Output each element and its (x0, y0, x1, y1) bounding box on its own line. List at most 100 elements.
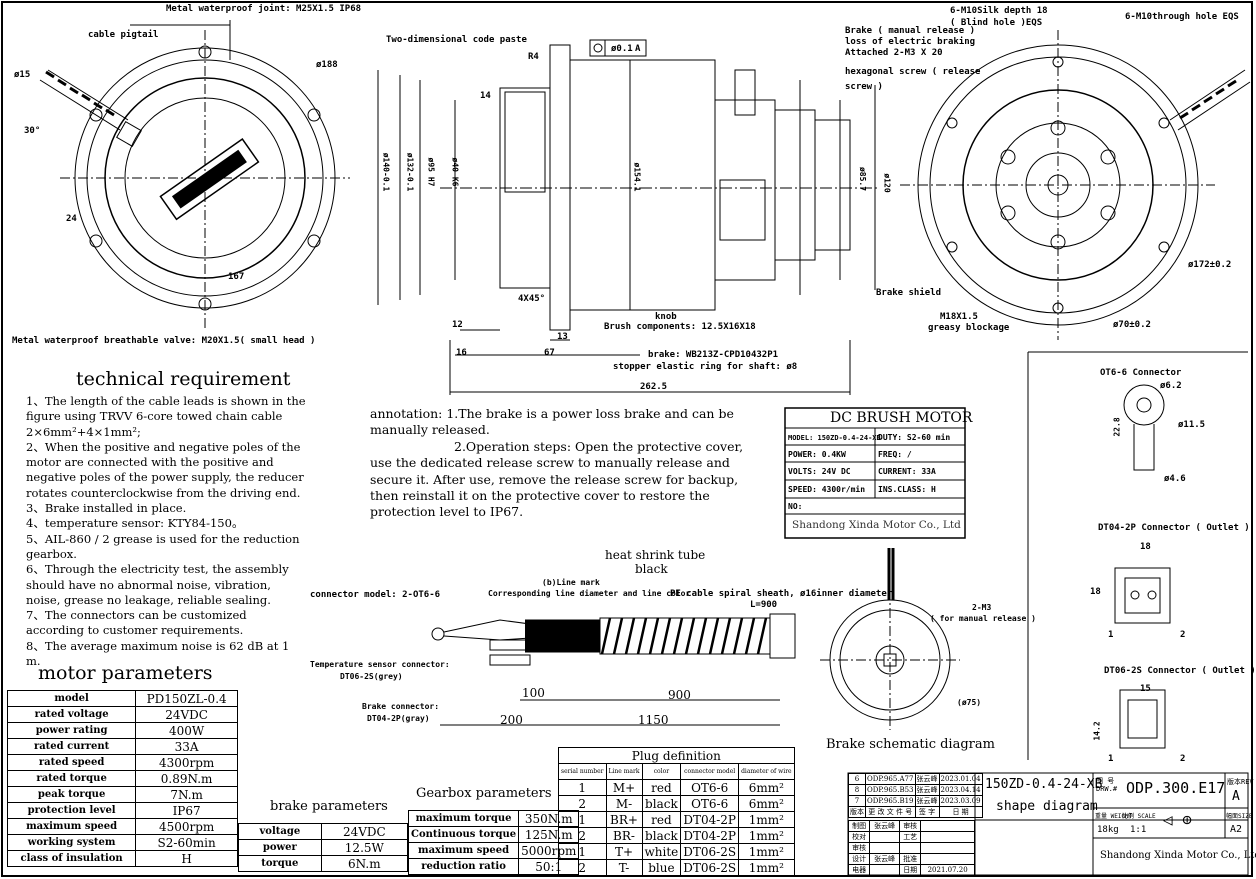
revision-cell: 7 (848, 795, 866, 807)
revision-cell: ODP.965.B19 (865, 795, 916, 807)
drw-number: ODP.300.E17 (1126, 779, 1226, 797)
plug-cell: red (641, 811, 682, 828)
signature-cell: 电器 (847, 864, 871, 876)
breathable-valve-label: Metal waterproof breathable valve: M20X1… (12, 336, 316, 346)
title-name: shape diagram (996, 799, 1098, 814)
revision-cell: 2023.04.14 (938, 784, 983, 796)
ot6-d6: ø6.2 (1160, 381, 1182, 391)
motor-param-cell: 400W (135, 722, 238, 739)
brake-shield-label: Brake shield (876, 288, 942, 298)
greasy-label: greasy blockage (928, 323, 1010, 333)
motor-param-cell: maximum speed (6, 818, 137, 835)
plug-cell: 1mm² (738, 811, 795, 828)
motor-param-cell: model (6, 690, 137, 707)
plug-cell: DT06-2S (680, 843, 740, 860)
signature-row: 制图张云峰审核 (847, 820, 975, 832)
nameplate-duty: DUTY: S2-60 min (878, 433, 951, 442)
black-label: black (635, 562, 668, 576)
plug-cell: white (641, 843, 682, 860)
dim900-label: 900 (668, 688, 691, 702)
m18-label: M18X1.5 (940, 312, 978, 322)
brake-model-label: brake: WB213Z-CPD10432P1 (648, 350, 779, 360)
screw-label: screw ) (845, 82, 883, 92)
d95-label: ø95 H7 (426, 157, 436, 187)
projection-icon: ◁ ⊕ (1163, 810, 1192, 829)
signature-cell: 2021.07.20 (920, 864, 975, 876)
motor-param-cell: S2-60min (135, 834, 238, 851)
pe-cable-label: PE cable spiral sheath, ø16inner diamete… (670, 589, 893, 599)
hex-label: hexagonal screw ( release (845, 67, 981, 77)
dt04-dim18a: 18 (1140, 542, 1151, 552)
brush-label: Brush components: 12.5X16X18 (604, 322, 756, 332)
title-company: Shandong Xinda Motor Co., Ltd. (1100, 850, 1256, 861)
tech-list: 1、The length of the cable leads is shown… (26, 394, 306, 669)
revision-cell: ODP.965.B53 (865, 784, 916, 796)
motor-param-cell: 4300rpm (135, 754, 238, 771)
plug-cell: blue (641, 859, 682, 876)
plug-cell: 1mm² (738, 859, 795, 876)
d188-label: ø188 (316, 60, 338, 70)
size-label: 幅面SIZE (1226, 813, 1253, 820)
revision-cell: 2023.03.09 (938, 795, 983, 807)
plug-cell: black (641, 795, 682, 812)
dim24-label: 24 (66, 214, 77, 224)
plug-cell: OT6-6 (680, 779, 740, 796)
plug-cell: BR+ (605, 811, 643, 828)
d132-label: ø132-0.1 (405, 152, 415, 192)
weight-value: 18kg (1097, 825, 1119, 835)
right-end-view (900, 30, 1251, 340)
brake-param-cell: 24VDC (320, 823, 409, 840)
plug-header: Line mark (605, 763, 643, 780)
tech-title: technical requirement (76, 368, 291, 390)
l900-label: L=900 (750, 600, 778, 610)
plug-cell: DT04-2P (680, 827, 740, 844)
motor-param-cell: 4500rpm (135, 818, 238, 835)
m3b-label: ( for manual release ) (930, 614, 1036, 623)
dt04-pin2: 2 (1180, 630, 1186, 640)
d154-label: ø154.1 (632, 162, 642, 192)
motor-param-cell: 0.89N.m (135, 770, 238, 787)
signature-cell: 工艺 (899, 831, 922, 843)
plug-cell: 2 (558, 795, 607, 812)
revision-cell: 日 期 (938, 806, 983, 818)
signature-cell: 日期 (899, 864, 922, 876)
motor-param-cell: rated speed (6, 754, 137, 771)
brake-param-cell: torque (238, 855, 322, 872)
plug-header: diameter of wire (738, 763, 795, 780)
rev-value: A (1232, 789, 1240, 804)
signature-cell: 制图 (847, 820, 871, 832)
brake-param-cell: 12.5W (320, 839, 409, 856)
ot6-dim22: 22.8 (1112, 417, 1122, 437)
signature-cell (899, 842, 922, 854)
brake-loss-label: loss of electric braking (845, 37, 976, 47)
drw-label: 图 号 DRW.# (1096, 777, 1118, 793)
signature-cell: 张云峰 (869, 853, 901, 865)
dim13-label: 13 (557, 332, 568, 342)
scale-value: 1:1 (1130, 825, 1147, 835)
plug-cell: 1 (558, 811, 607, 828)
dt06-title: DT06-2S Connector ( Outlet ) (1104, 666, 1256, 676)
dim1150-label: 1150 (638, 713, 669, 727)
attached-label: Attached 2-M3 X 20 (845, 48, 943, 58)
signature-cell: 审核 (847, 842, 871, 854)
revision-cell: 张云峰 (914, 784, 940, 796)
brake-param-cell: power (238, 839, 322, 856)
plug-cell: black (641, 827, 682, 844)
cable-assembly (431, 613, 796, 726)
revision-cell: 签 字 (914, 806, 940, 818)
